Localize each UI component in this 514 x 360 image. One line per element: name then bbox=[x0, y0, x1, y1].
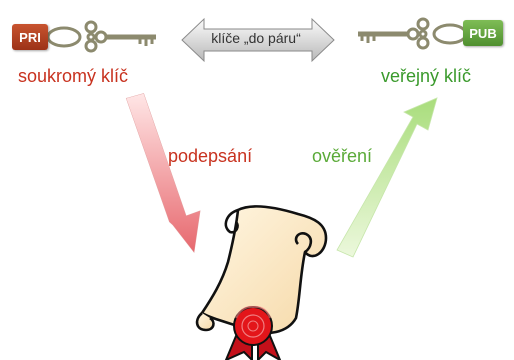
private-key-label: soukromý klíč bbox=[18, 66, 128, 87]
public-key-label: veřejný klíč bbox=[381, 66, 471, 87]
verify-label: ověření bbox=[312, 146, 372, 167]
public-key-icon bbox=[358, 19, 466, 48]
private-key-icon bbox=[48, 22, 156, 51]
public-key-tag: PUB bbox=[463, 20, 503, 46]
sign-arrow bbox=[126, 94, 200, 252]
key-pair-label: klíče „do páru“ bbox=[186, 30, 326, 46]
verify-arrow bbox=[337, 98, 437, 257]
sign-label: podepsání bbox=[168, 146, 252, 167]
private-key-tag: PRI bbox=[12, 24, 48, 50]
